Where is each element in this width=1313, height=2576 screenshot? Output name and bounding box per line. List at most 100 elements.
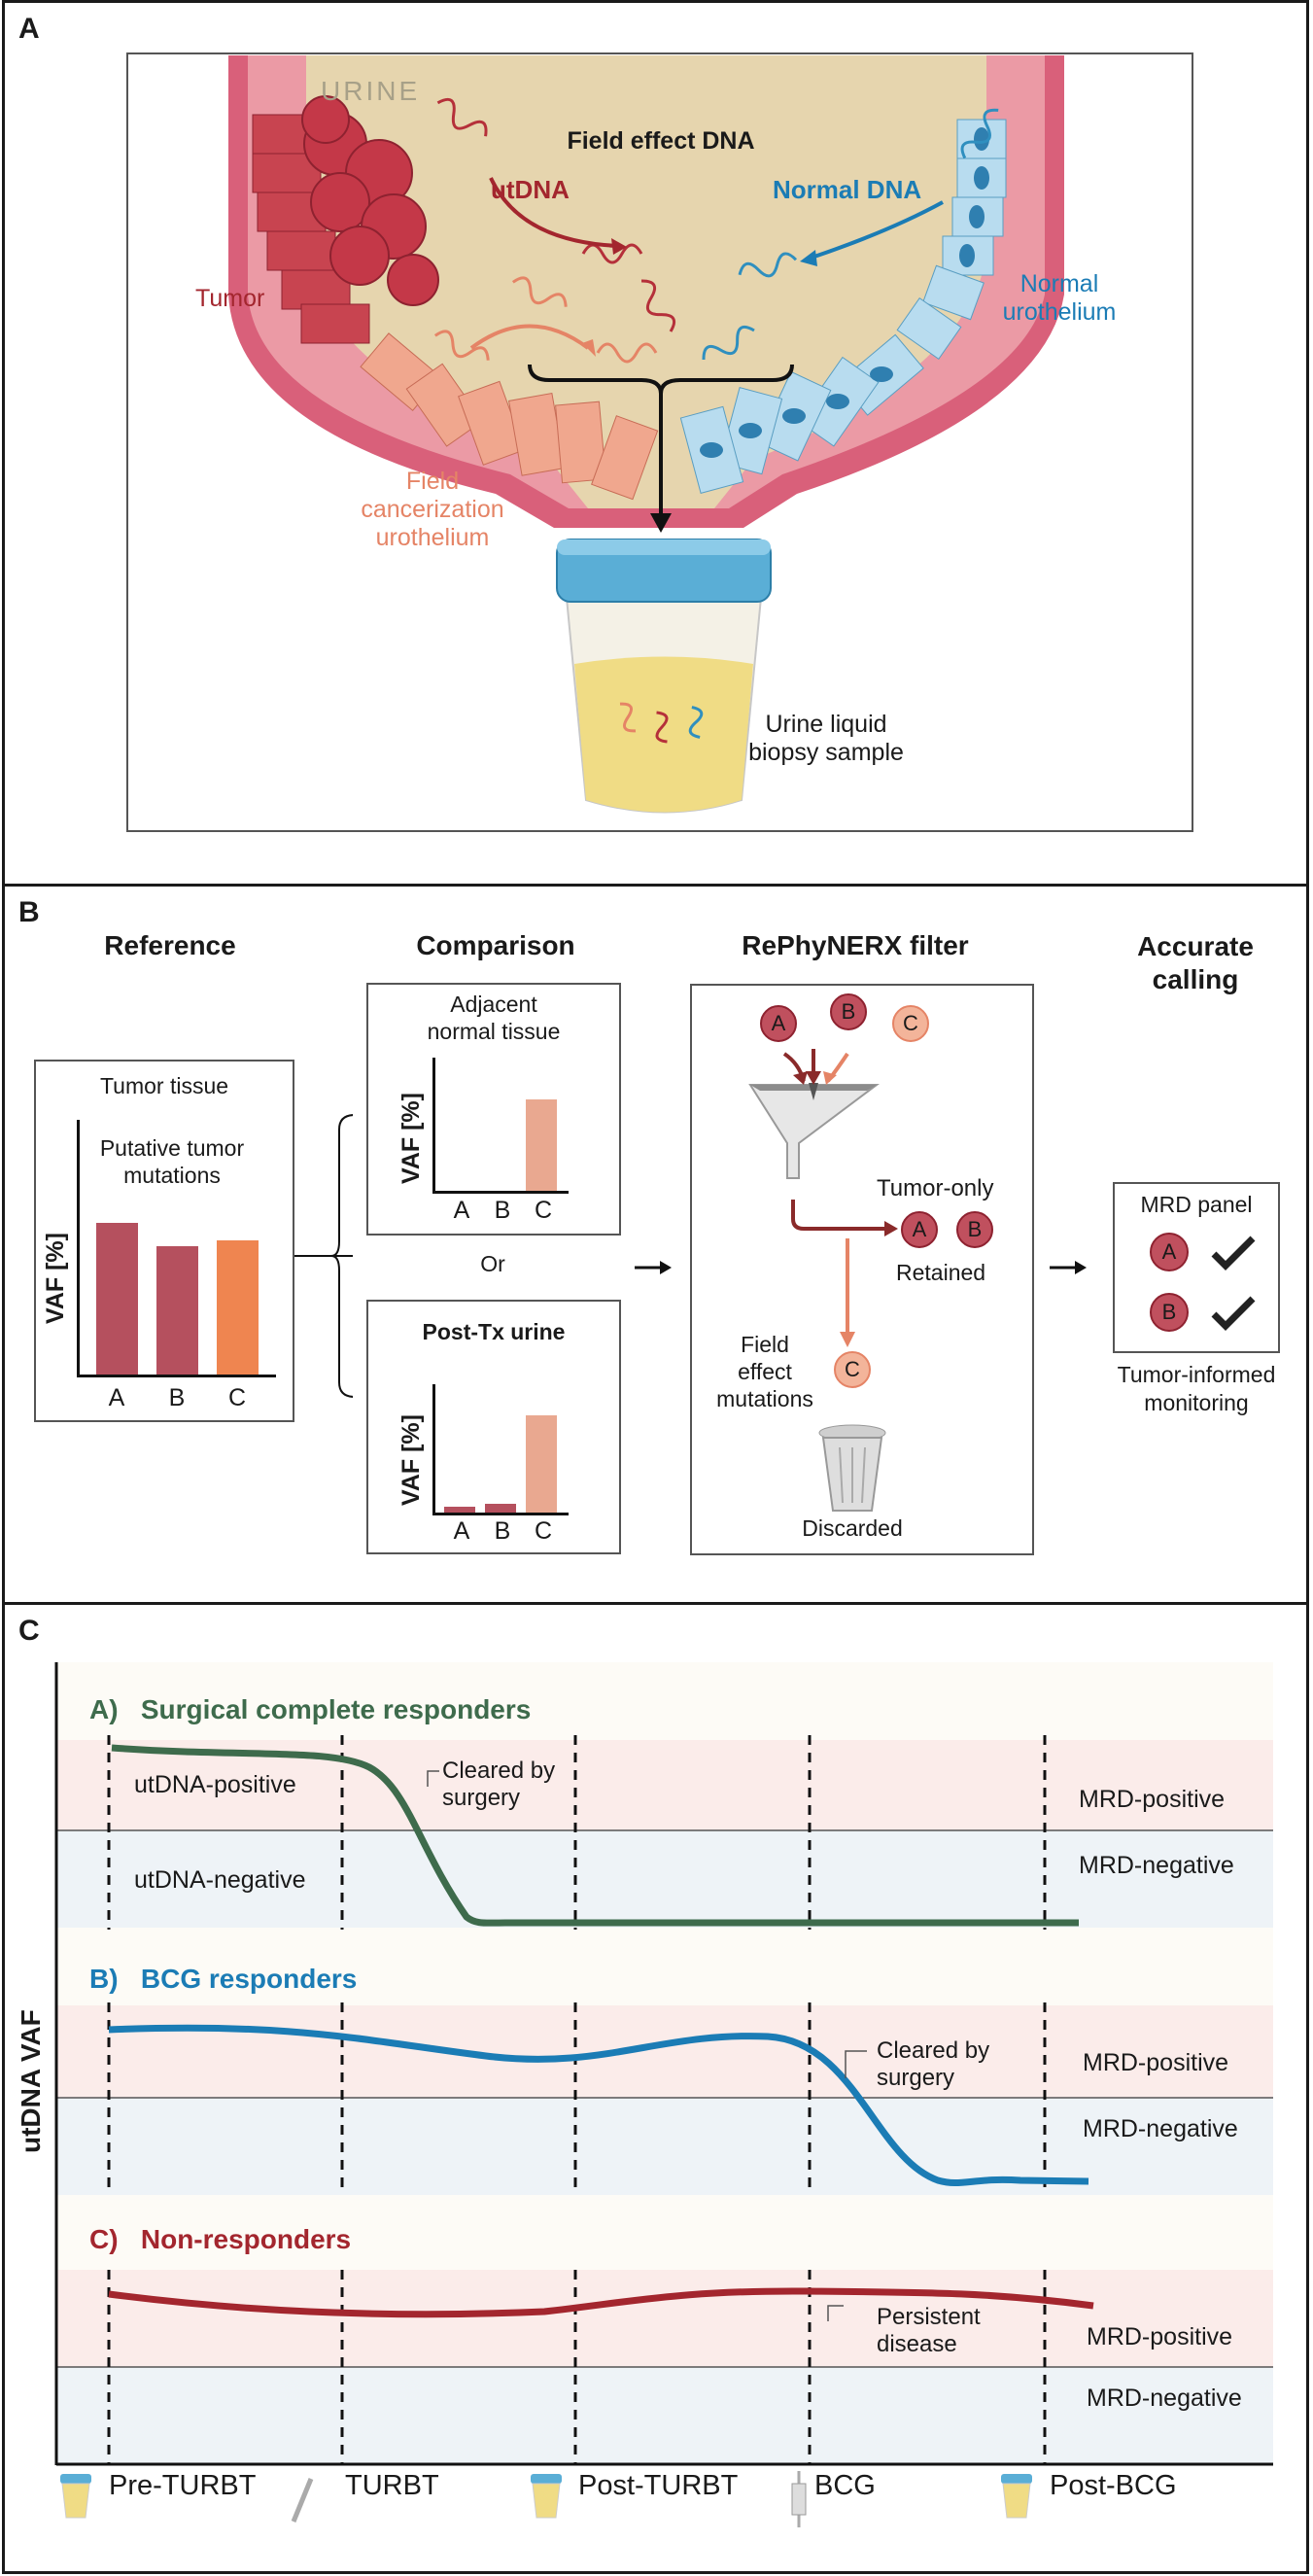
arrow-right xyxy=(1050,1261,1087,1274)
bracket xyxy=(294,1114,353,1398)
tick-label: A xyxy=(453,1517,470,1545)
panel-b: B Reference Comparison RePhyNERX filter … xyxy=(2,884,1309,1605)
tick-label: B xyxy=(494,1517,511,1545)
mrd-item-b: B xyxy=(1150,1293,1189,1332)
tumor-label: Tumor xyxy=(195,285,265,312)
tumor-tissue-ylabel: VAF [%] xyxy=(42,1233,69,1324)
utdna-negative-label: utDNA-negative xyxy=(134,1866,306,1894)
or-label: Or xyxy=(480,1251,505,1276)
tumor-tissue-y-axis xyxy=(77,1120,80,1377)
mrd-negative-label: MRD-negative xyxy=(1083,2115,1238,2142)
adjacent-normal-ylabel: VAF [%] xyxy=(397,1093,425,1184)
retained-a: A xyxy=(901,1211,938,1248)
tick-label: C xyxy=(534,1197,553,1224)
post-tx-urine-x-axis xyxy=(432,1513,569,1515)
panel-letter: A xyxy=(18,13,40,45)
group-a-title: A) Surgical complete responders xyxy=(89,1694,532,1724)
filter-input-c: C xyxy=(892,1005,929,1042)
tick-label: C xyxy=(227,1384,247,1411)
mrd-positive-label: MRD-positive xyxy=(1079,1786,1226,1813)
panel-c: C xyxy=(2,1602,1309,2574)
arrow-right xyxy=(635,1261,672,1274)
urine-cup xyxy=(556,539,772,814)
reference-header: Reference xyxy=(104,930,236,960)
filter-input-a: A xyxy=(760,1005,797,1042)
mrd-panel-box: MRD panel A B xyxy=(1113,1182,1280,1353)
check-icon xyxy=(1211,1236,1256,1271)
post-tx-urine-ylabel: VAF [%] xyxy=(397,1414,425,1506)
legend-bcg: BCG xyxy=(814,2469,876,2501)
utdna-positive-label: utDNA-positive xyxy=(134,1771,296,1798)
field-cancerization-cells xyxy=(360,332,659,501)
filter-header: RePhyNERX filter xyxy=(742,930,969,960)
normal-dna-label: Normal DNA xyxy=(773,175,922,204)
normal-urothelium-cells xyxy=(679,119,1007,494)
urine-label: URINE xyxy=(321,76,421,106)
tick-label: C xyxy=(534,1517,553,1545)
bar-B xyxy=(156,1246,198,1375)
dna-icons xyxy=(433,97,999,364)
utdna-label: utDNA xyxy=(491,175,570,204)
field-item-c: C xyxy=(834,1351,871,1388)
legend-post-turbt: Post-TURBT xyxy=(578,2469,739,2501)
tick-label: A xyxy=(108,1384,125,1411)
filter-graphic xyxy=(748,1049,898,1512)
mrd-positive-label: MRD-positive xyxy=(1083,2049,1229,2076)
adjacent-normal-y-axis xyxy=(432,1058,435,1194)
legend-turbt: TURBT xyxy=(345,2469,439,2501)
legend-post-bcg: Post-BCG xyxy=(1050,2469,1177,2501)
panel-letter: B xyxy=(18,896,40,928)
mrd-item-a: A xyxy=(1150,1233,1189,1271)
check-icon xyxy=(1211,1296,1256,1331)
adjacent-normal-x-axis xyxy=(432,1191,569,1194)
discarded-label: Discarded xyxy=(802,1515,903,1541)
post-tx-urine-box: Post-Tx urine VAF [%] A B C xyxy=(366,1300,621,1554)
post-tx-urine-title: Post-Tx urine xyxy=(422,1319,566,1344)
mrd-panel-title: MRD panel xyxy=(1140,1192,1253,1217)
bar-B xyxy=(485,1503,516,1513)
comparison-header: Comparison xyxy=(416,930,575,960)
tumor-tissue-x-axis xyxy=(77,1375,276,1377)
field-effect-dna-label: Field effect DNA xyxy=(567,127,755,155)
tumor-only-label: Tumor-only xyxy=(877,1175,994,1201)
bar-A xyxy=(444,1507,475,1513)
panel-letter: C xyxy=(18,1615,40,1647)
tumor-tissue-title: Tumor tissue xyxy=(99,1073,229,1098)
bar-C xyxy=(526,1414,557,1513)
group-b-title: B) BCG responders xyxy=(89,1964,358,1994)
bladder-illustration xyxy=(126,52,1193,832)
filter-input-b: B xyxy=(830,993,867,1030)
retained-b: B xyxy=(956,1211,993,1248)
trash-can-icon xyxy=(818,1424,886,1512)
utdna-vaf-ylabel: utDNA VAF xyxy=(16,2009,46,2153)
retained-label: Retained xyxy=(896,1260,986,1285)
mrd-negative-label: MRD-negative xyxy=(1087,2385,1242,2412)
panel-a: A xyxy=(2,0,1309,887)
group-c-title: C) Non-responders xyxy=(89,2224,352,2254)
bar-C xyxy=(217,1240,259,1375)
tumor-mass xyxy=(252,95,439,344)
flow-arrows xyxy=(469,177,944,533)
mrd-negative-label: MRD-negative xyxy=(1079,1852,1234,1879)
tick-label: B xyxy=(494,1197,511,1224)
bar-A xyxy=(96,1223,138,1375)
legend-pre-turbt: Pre-TURBT xyxy=(109,2469,257,2501)
post-tx-urine-y-axis xyxy=(432,1384,435,1515)
mrd-positive-label: MRD-positive xyxy=(1087,2323,1233,2350)
tick-label: B xyxy=(168,1384,186,1411)
bar-C xyxy=(526,1099,557,1191)
